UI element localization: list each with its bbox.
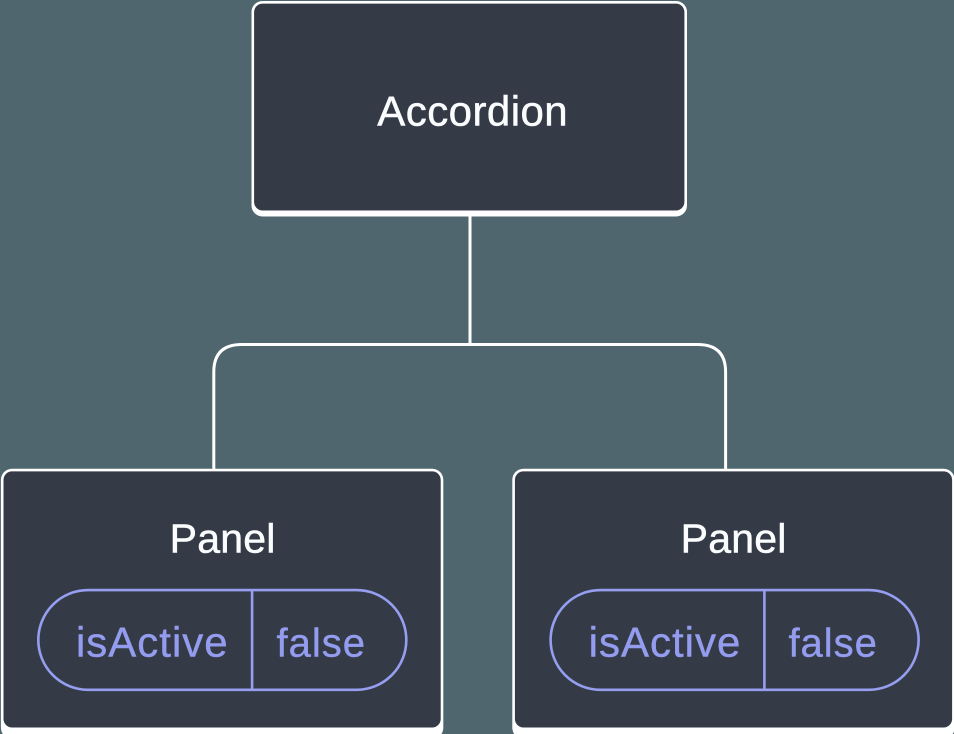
svg-text:Panel: Panel (681, 516, 787, 562)
svg-text:isActive: isActive (76, 618, 229, 665)
svg-text:false: false (277, 621, 367, 665)
svg-text:isActive: isActive (589, 618, 742, 665)
svg-text:Panel: Panel (170, 516, 276, 562)
svg-text:Accordion: Accordion (377, 87, 568, 134)
svg-text:false: false (788, 621, 878, 665)
